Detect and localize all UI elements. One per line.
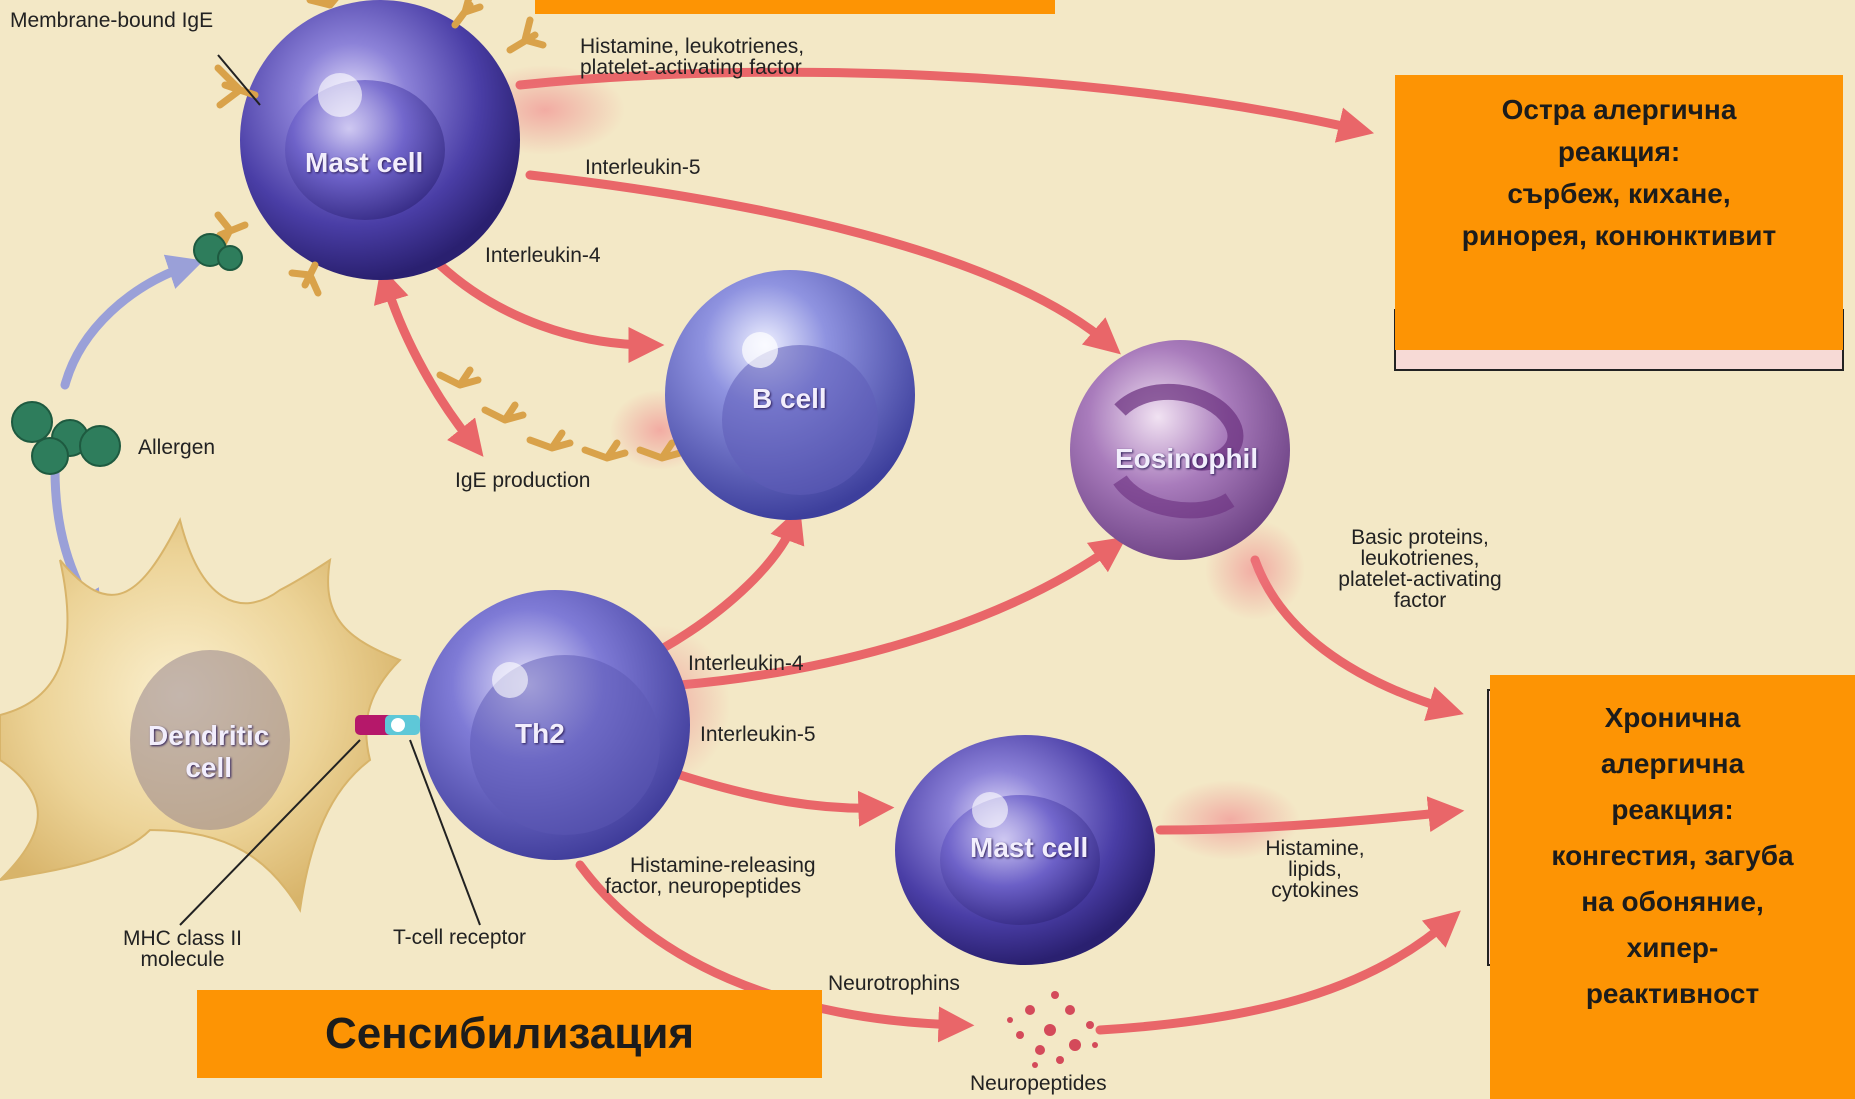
chronic-line-6: хипер- xyxy=(1490,925,1855,971)
arrow-allergen-to-mast xyxy=(65,265,190,385)
cell-label-b-cell: B cell xyxy=(752,383,827,415)
cell-label-eosinophil: Eosinophil xyxy=(1115,443,1258,475)
acute-line-4: ринорея, конюнктивит xyxy=(1395,215,1843,257)
label-interleukin4-top: Interleukin-4 xyxy=(485,245,601,266)
chronic-line-4: конгестия, загуба xyxy=(1490,833,1855,879)
label-ige-production: IgE production xyxy=(455,470,590,491)
chronic-line-5: на обоняние, xyxy=(1490,879,1855,925)
sensitization-box: Сенсибилизация xyxy=(197,990,822,1078)
acute-reaction-box: Остра алергична реакция: сърбеж, кихане,… xyxy=(1395,75,1843,350)
chronic-line-3: реакция: xyxy=(1490,787,1855,833)
arrow-th2-to-mast-bottom xyxy=(680,775,880,808)
hrf-line-2: factor, neuropeptides xyxy=(605,876,816,897)
label-histamine-releasing: Histamine-releasing factor, neuropeptide… xyxy=(605,855,816,897)
label-allergen: Allergen xyxy=(138,437,215,458)
cell-label-dendritic: Dendritic cell xyxy=(148,720,269,784)
mhc-line-1: MHC class II xyxy=(95,928,270,949)
label-neurotrophins: Neurotrophins xyxy=(828,973,960,994)
mhc-line-2: molecule xyxy=(95,949,270,970)
arrow-ige-to-mast xyxy=(385,280,470,440)
arrow-mast-to-acute xyxy=(520,72,1360,130)
label-tcr: T-cell receptor xyxy=(393,927,526,948)
acute-line-2: реакция: xyxy=(1395,131,1843,173)
mhc-tcr-complex xyxy=(355,715,420,735)
chronic-reaction-box: Хронична алергична реакция: конгестия, з… xyxy=(1490,675,1855,1099)
arrow-mast-to-bcell xyxy=(440,265,650,345)
histamine-bottom-line-1: Histamine, xyxy=(1240,838,1390,859)
mast-cell-top xyxy=(240,0,520,280)
dendritic-cell xyxy=(0,520,400,910)
histamine-bottom-line-3: cytokines xyxy=(1240,880,1390,901)
dendritic-line-2: cell xyxy=(148,752,269,784)
acute-line-3: сърбеж, кихане, xyxy=(1395,173,1843,215)
label-histamine-bottom: Histamine, lipids, cytokines xyxy=(1240,838,1390,901)
acute-line-1: Остра алергична xyxy=(1395,89,1843,131)
basic-line-1: Basic proteins, xyxy=(1290,527,1550,548)
chronic-line-7: реактивност xyxy=(1490,971,1855,1017)
label-histamine-top-1: Histamine, leukotrienes, xyxy=(580,36,804,57)
hrf-line-1: Histamine-releasing xyxy=(605,855,816,876)
arrow-neuropeptides-to-chronic xyxy=(1100,920,1450,1030)
histamine-bottom-line-2: lipids, xyxy=(1240,859,1390,880)
label-mhc: MHC class II molecule xyxy=(95,928,270,970)
label-neuropeptides: Neuropeptides xyxy=(970,1073,1107,1094)
label-interleukin5-th2: Interleukin-5 xyxy=(700,724,816,745)
label-basic-proteins: Basic proteins, leukotrienes, platelet-a… xyxy=(1290,527,1550,611)
label-membrane-bound-ige: Membrane-bound IgE xyxy=(10,10,213,31)
chronic-line-1: Хронична xyxy=(1490,695,1855,741)
label-interleukin5-top: Interleukin-5 xyxy=(585,157,701,178)
label-histamine-top-2: platelet-activating factor xyxy=(580,57,802,78)
cell-label-mast-bottom: Mast cell xyxy=(970,832,1088,864)
top-header-strip xyxy=(535,0,1055,14)
basic-line-3: platelet-activating xyxy=(1290,569,1550,590)
basic-line-4: factor xyxy=(1290,590,1550,611)
chronic-line-2: алергична xyxy=(1490,741,1855,787)
dendritic-line-1: Dendritic xyxy=(148,720,269,752)
basic-line-2: leukotrienes, xyxy=(1290,548,1550,569)
cell-label-th2: Th2 xyxy=(515,718,565,750)
cell-label-mast-top: Mast cell xyxy=(305,147,423,179)
neuropeptides-cluster xyxy=(1007,991,1098,1068)
label-interleukin4-th2: Interleukin-4 xyxy=(688,653,804,674)
